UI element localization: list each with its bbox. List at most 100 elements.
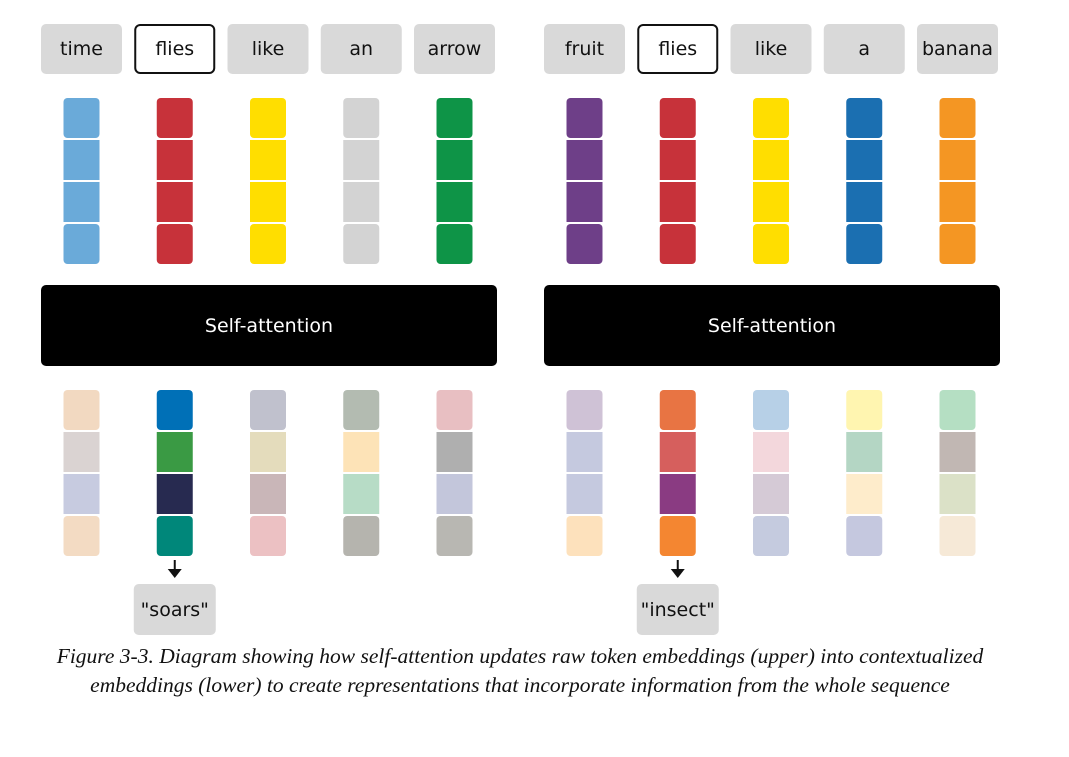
- context-embedding-cell: [156, 390, 193, 430]
- context-embedding-cell: [343, 390, 380, 430]
- context-embedding-cell: [250, 432, 286, 472]
- raw-embedding-cell: [436, 182, 473, 222]
- raw-embedding-cell: [566, 140, 603, 180]
- output-token-box: [133, 584, 216, 635]
- context-embedding-cell: [436, 432, 473, 472]
- raw-embedding-cell: [566, 224, 603, 264]
- raw-embedding-cell: [753, 224, 789, 264]
- token-box-fruit: [544, 24, 625, 74]
- output-token-box: [636, 584, 719, 635]
- token-label-flies: flies: [658, 38, 697, 60]
- token-label-like: like: [252, 38, 285, 60]
- raw-embedding-cell: [343, 140, 380, 180]
- token-label-fruit: fruit: [565, 38, 604, 60]
- token-box-flies: [134, 24, 216, 74]
- raw-embedding-cell: [846, 182, 883, 222]
- self-attention-block: [41, 285, 497, 366]
- context-embedding-cell: [436, 474, 473, 514]
- context-embedding-cell: [63, 390, 100, 430]
- raw-embedding-cell: [63, 140, 100, 180]
- context-embedding-cell: [659, 432, 696, 472]
- token-label-like: like: [755, 38, 788, 60]
- raw-embedding-cell: [659, 98, 696, 138]
- context-embedding-cell: [753, 432, 789, 472]
- context-embedding-cell: [566, 474, 603, 514]
- self-attention-label: Self-attention: [205, 315, 333, 337]
- raw-embedding-cell: [250, 182, 286, 222]
- context-embedding-cell: [846, 432, 883, 472]
- output-token-label: "soars": [141, 599, 209, 621]
- context-embedding-cell: [343, 516, 380, 556]
- context-embedding-cell: [753, 516, 789, 556]
- raw-embedding-cell: [343, 98, 380, 138]
- raw-embedding-cell: [250, 224, 286, 264]
- token-box-arrow: [414, 24, 495, 74]
- raw-embedding-cell: [436, 224, 473, 264]
- context-embedding-cell: [846, 390, 883, 430]
- raw-embedding-cell: [566, 182, 603, 222]
- raw-embedding-cell: [753, 98, 789, 138]
- token-box-flies: [637, 24, 719, 74]
- raw-embedding-cell: [250, 140, 286, 180]
- context-embedding-cell: [63, 474, 100, 514]
- context-embedding-cell: [939, 516, 976, 556]
- context-embedding-cell: [939, 390, 976, 430]
- token-label-flies: flies: [155, 38, 194, 60]
- output-token-label: "insect": [641, 599, 715, 621]
- raw-embedding-cell: [659, 140, 696, 180]
- context-embedding-cell: [250, 474, 286, 514]
- context-embedding-cell: [753, 390, 789, 430]
- context-embedding-cell: [566, 432, 603, 472]
- context-embedding-cell: [566, 516, 603, 556]
- token-box-time: [41, 24, 122, 74]
- token-box-an: [320, 24, 402, 74]
- raw-embedding-cell: [63, 224, 100, 264]
- token-box-banana: [917, 24, 998, 74]
- context-embedding-cell: [250, 516, 286, 556]
- raw-embedding-cell: [156, 224, 193, 264]
- raw-embedding-cell: [343, 224, 380, 264]
- context-embedding-cell: [939, 432, 976, 472]
- token-label-a: a: [858, 38, 870, 60]
- context-embedding-cell: [753, 474, 789, 514]
- raw-embedding-cell: [250, 98, 286, 138]
- context-embedding-cell: [436, 390, 473, 430]
- raw-embedding-cell: [846, 98, 883, 138]
- raw-embedding-cell: [63, 182, 100, 222]
- context-embedding-cell: [659, 516, 696, 556]
- token-box-like: [227, 24, 309, 74]
- raw-embedding-cell: [939, 182, 976, 222]
- figure-caption: Figure 3-3. Diagram showing how self-att…: [56, 644, 984, 697]
- context-embedding-cell: [156, 474, 193, 514]
- context-embedding-cell: [156, 432, 193, 472]
- context-embedding-cell: [659, 474, 696, 514]
- raw-embedding-cell: [156, 182, 193, 222]
- output-arrow-head: [670, 569, 685, 578]
- raw-embedding-cell: [846, 224, 883, 264]
- raw-embedding-cell: [939, 98, 976, 138]
- raw-embedding-cell: [753, 182, 789, 222]
- context-embedding-cell: [63, 432, 100, 472]
- raw-embedding-cell: [566, 98, 603, 138]
- raw-embedding-cell: [156, 98, 193, 138]
- raw-embedding-cell: [63, 98, 100, 138]
- token-label-banana: banana: [922, 38, 993, 60]
- context-embedding-cell: [343, 474, 380, 514]
- token-label-an: an: [349, 38, 373, 60]
- context-embedding-cell: [566, 390, 603, 430]
- context-embedding-cell: [343, 432, 380, 472]
- token-box-a: [823, 24, 905, 74]
- self-attention-label: Self-attention: [708, 315, 836, 337]
- raw-embedding-cell: [939, 224, 976, 264]
- context-embedding-cell: [156, 516, 193, 556]
- raw-embedding-cell: [343, 182, 380, 222]
- context-embedding-cell: [250, 390, 286, 430]
- raw-embedding-cell: [436, 140, 473, 180]
- token-label-time: time: [60, 38, 103, 60]
- context-embedding-cell: [846, 474, 883, 514]
- context-embedding-cell: [939, 474, 976, 514]
- context-embedding-cell: [846, 516, 883, 556]
- output-arrow-head: [167, 569, 182, 578]
- token-box-like: [730, 24, 812, 74]
